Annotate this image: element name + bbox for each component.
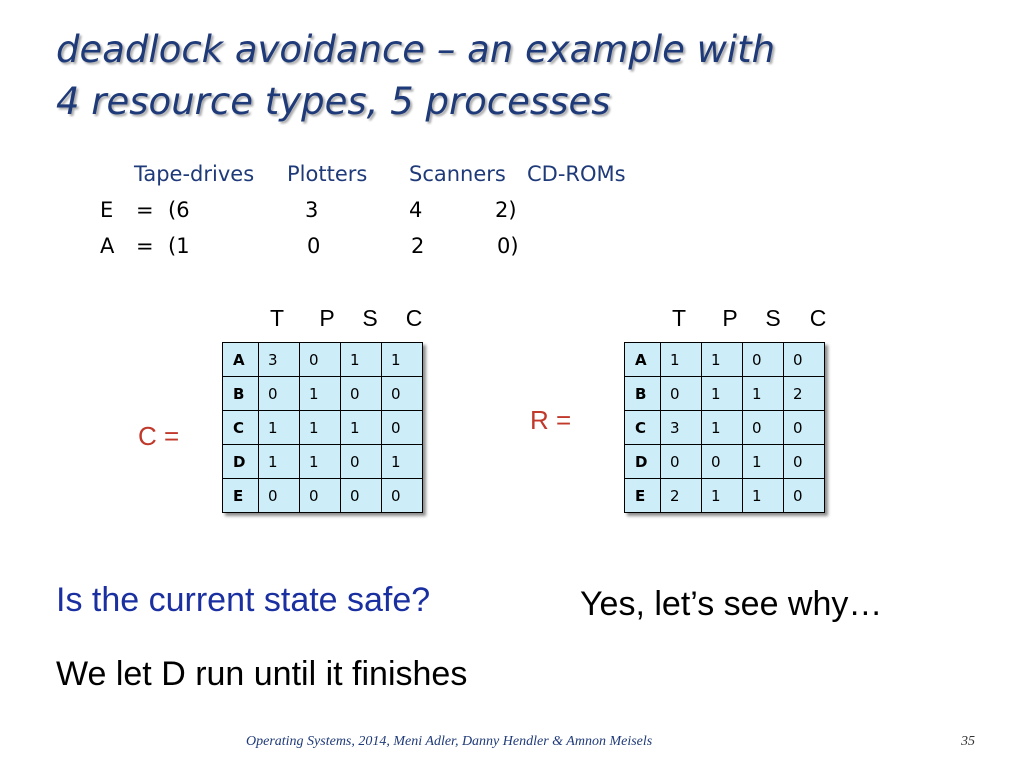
matrix-cell: 0 bbox=[783, 342, 825, 377]
row-header: C bbox=[624, 410, 661, 445]
row-header: A bbox=[222, 342, 259, 377]
title-line-2: 4 resource types, 5 processes bbox=[56, 80, 611, 123]
vector-a-value: 0) bbox=[497, 234, 519, 258]
matrix-cell: 1 bbox=[701, 376, 743, 411]
safety-answer: Yes, let’s see why… bbox=[580, 585, 883, 623]
matrix-cell: 0 bbox=[340, 444, 382, 479]
vector-a-value: 0 bbox=[307, 234, 321, 258]
r-col-label: S bbox=[765, 305, 781, 331]
matrix-cell: 2 bbox=[783, 376, 825, 411]
row-header: D bbox=[624, 444, 661, 479]
matrix-cell: 0 bbox=[660, 444, 702, 479]
vector-e-name: E bbox=[100, 198, 114, 222]
matrix-cell: 1 bbox=[742, 478, 784, 513]
c-col-label: T bbox=[269, 305, 285, 331]
matrix-cell: 0 bbox=[381, 376, 423, 411]
matrix-cell: 0 bbox=[701, 444, 743, 479]
vector-e-value: 4 bbox=[409, 198, 423, 222]
c-col-label: P bbox=[319, 305, 335, 331]
matrix-cell: 0 bbox=[381, 410, 423, 445]
row-header: C bbox=[222, 410, 259, 445]
matrix-cell: 0 bbox=[783, 444, 825, 479]
row-header: B bbox=[222, 376, 259, 411]
step-description: We let D run until it finishes bbox=[56, 655, 468, 693]
matrix-cell: 1 bbox=[742, 444, 784, 479]
header-scanners: Scanners bbox=[409, 162, 506, 186]
matrix-cell: 3 bbox=[258, 342, 300, 377]
vector-e-value: (6 bbox=[168, 198, 190, 222]
matrix-cell: 0 bbox=[299, 478, 341, 513]
matrix-cell: 0 bbox=[783, 478, 825, 513]
matrix-cell: 1 bbox=[381, 444, 423, 479]
safety-question: Is the current state safe? bbox=[56, 581, 431, 619]
r-col-label: T bbox=[671, 305, 687, 331]
matrix-cell: 2 bbox=[660, 478, 702, 513]
matrix-cell: 0 bbox=[660, 376, 702, 411]
matrix-cell: 0 bbox=[340, 478, 382, 513]
row-header: E bbox=[624, 478, 661, 513]
matrix-cell: 1 bbox=[299, 444, 341, 479]
vector-a-eq: = bbox=[136, 234, 154, 258]
header-tape-drives: Tape-drives bbox=[134, 162, 255, 186]
matrix-cell: 0 bbox=[742, 342, 784, 377]
c-col-label: C bbox=[405, 305, 423, 331]
vector-a-value: (1 bbox=[168, 234, 190, 258]
page-number: 35 bbox=[961, 734, 975, 749]
title-line-1: deadlock avoidance – an example with bbox=[56, 28, 776, 71]
row-header: E bbox=[222, 478, 259, 513]
vector-e-eq: = bbox=[136, 198, 154, 222]
matrix-cell: 1 bbox=[660, 342, 702, 377]
matrix-cell: 0 bbox=[340, 376, 382, 411]
r-col-label: P bbox=[722, 305, 738, 331]
matrix-cell: 0 bbox=[299, 342, 341, 377]
matrix-cell: 1 bbox=[701, 342, 743, 377]
matrix-r-label: R = bbox=[530, 405, 572, 435]
matrix-cell: 3 bbox=[660, 410, 702, 445]
row-header: A bbox=[624, 342, 661, 377]
row-header: D bbox=[222, 444, 259, 479]
vector-e-value: 3 bbox=[305, 198, 319, 222]
matrix-cell: 1 bbox=[258, 444, 300, 479]
matrix-cell: 0 bbox=[381, 478, 423, 513]
c-col-label: S bbox=[362, 305, 378, 331]
matrix-cell: 0 bbox=[783, 410, 825, 445]
matrix-cell: 1 bbox=[258, 410, 300, 445]
matrix-cell: 0 bbox=[742, 410, 784, 445]
header-plotters: Plotters bbox=[287, 162, 368, 186]
matrix-cell: 1 bbox=[340, 342, 382, 377]
slide-footer: Operating Systems, 2014, Meni Adler, Dan… bbox=[246, 734, 653, 749]
matrix-cell: 1 bbox=[701, 410, 743, 445]
row-header: B bbox=[624, 376, 661, 411]
matrix-cell: 0 bbox=[258, 376, 300, 411]
matrix-cell: 1 bbox=[381, 342, 423, 377]
matrix-cell: 1 bbox=[742, 376, 784, 411]
matrix-cell: 1 bbox=[299, 376, 341, 411]
matrix-c-label: C = bbox=[138, 421, 180, 451]
matrix-cell: 1 bbox=[299, 410, 341, 445]
vector-a-name: A bbox=[100, 234, 115, 258]
slide-title: deadlock avoidance – an example with 4 r… bbox=[56, 24, 775, 128]
matrix-cell: 1 bbox=[340, 410, 382, 445]
matrix-cell: 0 bbox=[258, 478, 300, 513]
matrix-cell: 1 bbox=[701, 478, 743, 513]
header-cd-roms: CD-ROMs bbox=[527, 162, 626, 186]
vector-a-value: 2 bbox=[411, 234, 425, 258]
r-col-label: C bbox=[809, 305, 827, 331]
vector-e-value: 2) bbox=[495, 198, 517, 222]
